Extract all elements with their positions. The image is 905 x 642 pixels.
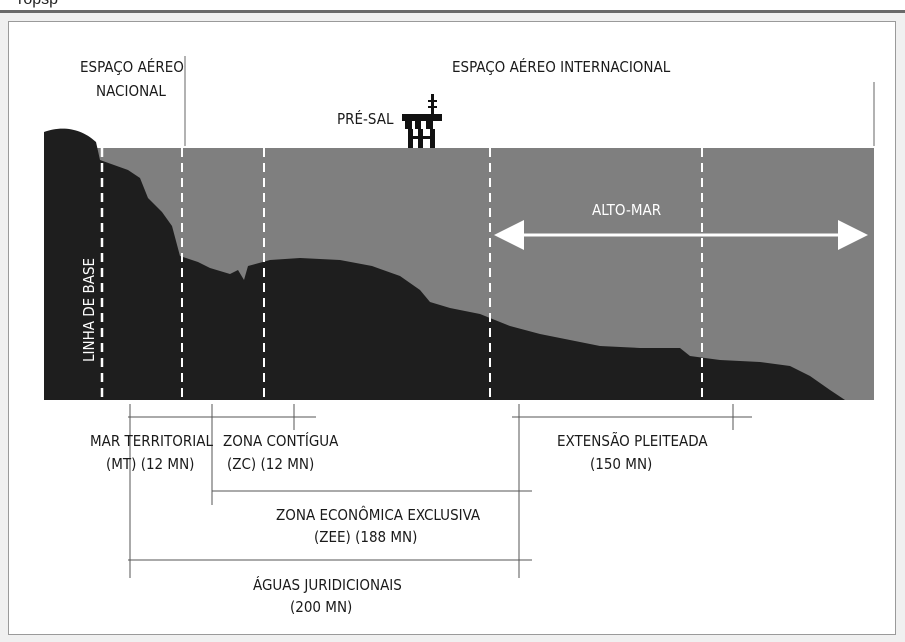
linha-de-base-label: LINHA DE BASE [80,258,98,362]
mar-territorial-label-2: (MT) (12 MN) [106,455,194,473]
zona-contigua-label-2: (ZC) (12 MN) [227,455,314,473]
zona-contigua-label-1: ZONA CONTÍGUA [223,431,339,450]
mar-territorial-label-1: MAR TERRITORIAL [90,432,213,450]
espaco-aereo-nacional-label-1: ESPAÇO AÉREO [80,57,184,76]
aguas-juridicionais-label-1: ÁGUAS JURIDICIONAIS [253,575,402,594]
zee-label-1: ZONA ECONÔMICA EXCLUSIVA [276,505,481,524]
zee-label-2: (ZEE) (188 MN) [314,528,417,546]
header-text: ropsp [18,0,58,9]
seabed-profile [44,128,845,400]
espaco-aereo-internacional-label: ESPAÇO AÉREO INTERNACIONAL [452,57,671,76]
alto-mar-label: ALTO-MAR [592,201,661,219]
extensao-pleiteada-label-2: (150 MN) [590,455,652,473]
espaco-aereo-nacional-label-2: NACIONAL [96,82,166,100]
extensao-pleiteada-label-1: EXTENSÃO PLEITEADA [557,431,708,450]
top-bar: ropsp [0,0,905,13]
oil-platform-icon [402,94,442,148]
pre-sal-label: PRÉ-SAL [337,109,394,128]
aguas-juridicionais-label-2: (200 MN) [290,598,352,616]
